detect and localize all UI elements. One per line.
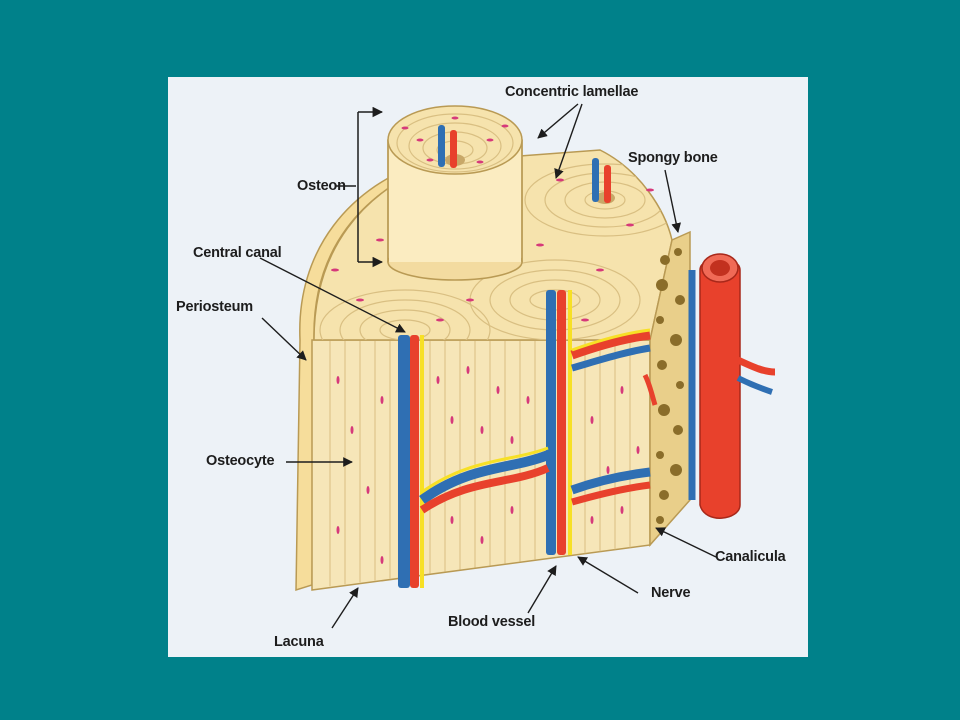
label-concentric-lamellae: Concentric lamellae xyxy=(505,84,639,100)
leader-blood-vessel xyxy=(527,565,557,614)
leader-concentric-lamellae-1 xyxy=(537,103,579,139)
artery-branch xyxy=(736,356,776,376)
second-osteon-artery xyxy=(604,165,611,203)
leader-canalicula xyxy=(655,527,717,558)
label-central-canal: Central canal xyxy=(193,245,282,261)
osteon-bracket xyxy=(335,106,384,268)
leader-lacuna xyxy=(331,587,359,629)
leader-concentric-lamellae-2 xyxy=(554,103,583,179)
label-leader-lines xyxy=(259,103,717,629)
vein-branch xyxy=(736,375,773,395)
label-periosteum: Periosteum xyxy=(176,299,253,315)
label-lacuna: Lacuna xyxy=(274,634,324,650)
leader-nerve xyxy=(577,556,639,594)
spongy-bone-trabeculae xyxy=(656,248,685,524)
label-osteon: Osteon xyxy=(297,178,346,194)
label-spongy-bone: Spongy bone xyxy=(628,150,718,166)
artery-lumen xyxy=(710,260,730,276)
label-nerve: Nerve xyxy=(651,585,691,601)
label-canalicula: Canalicula xyxy=(715,549,786,565)
leader-spongy-bone xyxy=(664,169,681,233)
osteon-vein xyxy=(438,125,445,167)
osteon-artery xyxy=(450,130,457,168)
osteon-lacunae xyxy=(401,116,509,164)
label-blood-vessel: Blood vessel xyxy=(448,614,536,630)
label-osteocyte: Osteocyte xyxy=(206,453,275,469)
leader-central-canal xyxy=(259,257,406,333)
leader-periosteum xyxy=(261,317,307,361)
front-vessel-network xyxy=(398,290,658,588)
second-osteon-vein xyxy=(592,158,599,202)
periosteal-artery xyxy=(699,258,741,519)
lacunae-front xyxy=(336,366,640,564)
